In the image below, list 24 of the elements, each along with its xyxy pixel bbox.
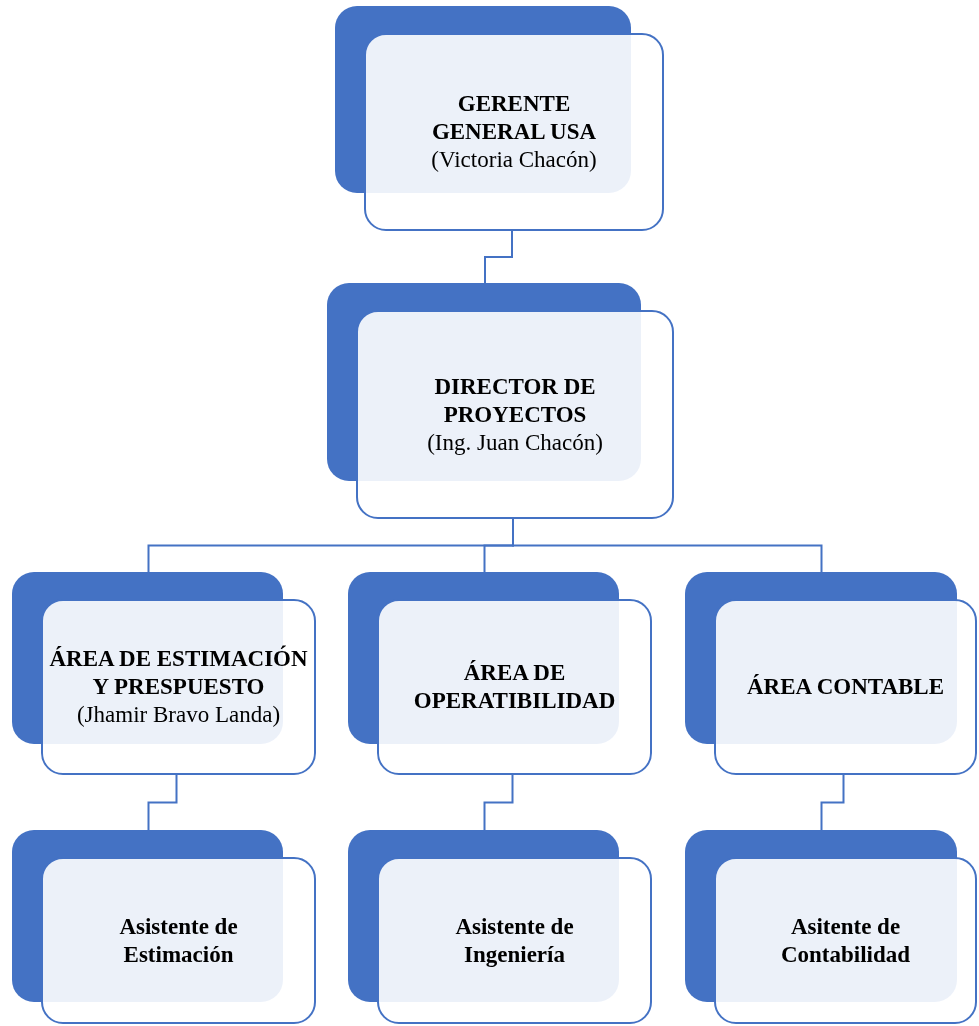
org-box (364, 33, 664, 231)
role-title: Asistente de Ingeniería (454, 912, 575, 969)
org-box (714, 857, 977, 1024)
connector-line (484, 230, 513, 284)
person-name: (Jhamir Bravo Landa) (76, 701, 281, 729)
connector-line (483, 774, 514, 831)
role-title: ÁREA DE ESTIMACIÓN Y PRESPUESTO (48, 645, 309, 701)
org-box (377, 857, 652, 1024)
person-name: (Victoria Chacón) (431, 146, 597, 174)
role-title: ÁREA DE OPERATIBILIDAD (412, 659, 617, 715)
role-title: DIRECTOR DE PROYECTOS (433, 372, 597, 429)
role-title: ÁREA CONTABLE (747, 673, 944, 701)
person-name: (Ing. Juan Chacón) (427, 428, 603, 457)
org-box (41, 599, 316, 775)
org-box (41, 857, 316, 1024)
role-title: GERENTE GENERAL USA (430, 90, 598, 146)
org-box (377, 599, 652, 775)
role-title: Asitente de Contabilidad (779, 912, 912, 969)
org-box (356, 310, 674, 519)
role-title: Asistente de Estimación (118, 912, 239, 969)
connector-line (147, 774, 178, 831)
org-box (714, 599, 977, 775)
connector-line (820, 774, 845, 831)
connector-line (512, 518, 823, 573)
